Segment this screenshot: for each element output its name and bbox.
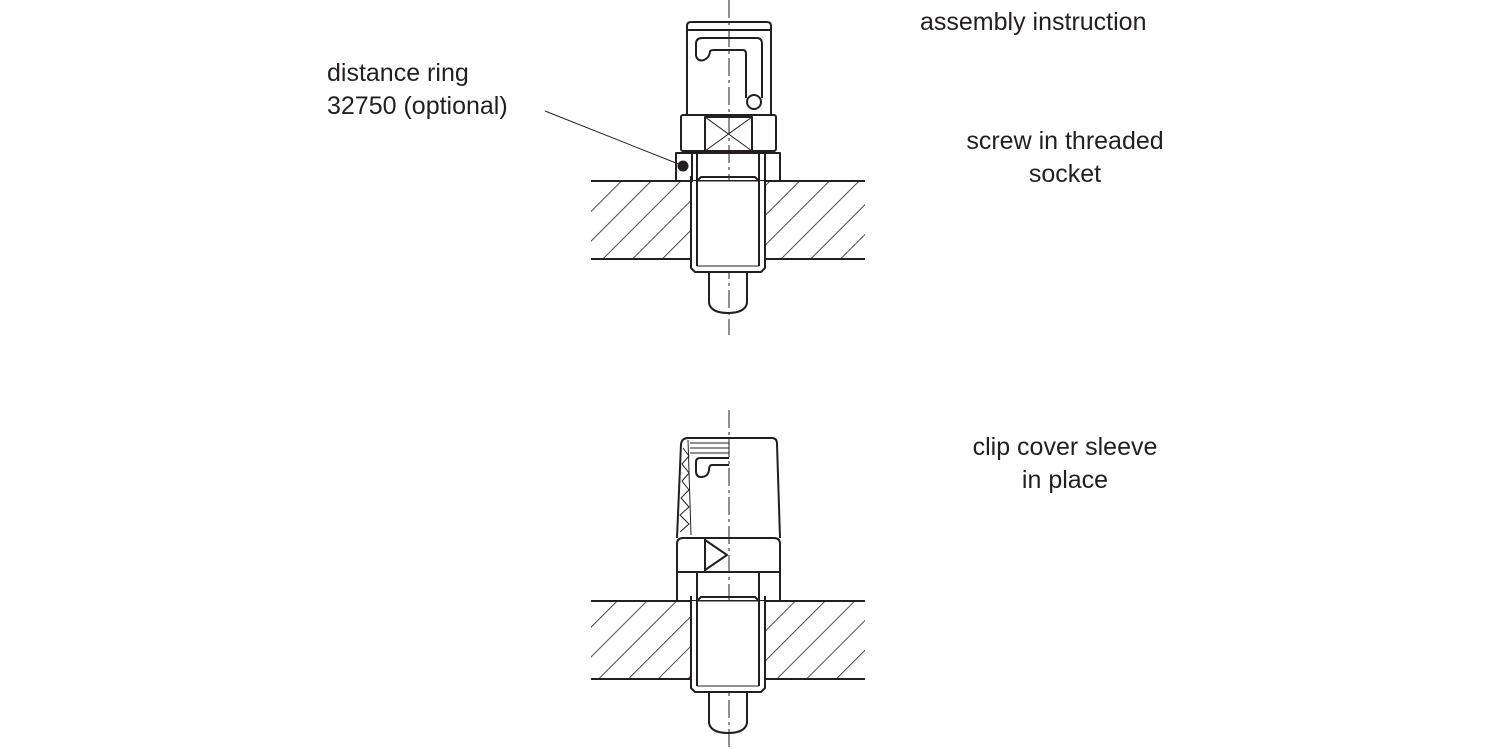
plunger-pin [708,272,748,314]
leader-line [544,110,682,166]
step2-drawing [591,410,865,750]
distance-ring [675,152,781,182]
callout-label-line2: 32750 (optional) [327,92,508,120]
step1-drawing [544,0,865,335]
hex-collar [680,114,777,152]
threaded-body [690,153,766,273]
callout-label-line1: distance ring [327,59,469,87]
step2-caption-line2: in place [1021,466,1109,494]
diagram-title: assembly instruction [920,8,1147,36]
plunger-pin [708,692,748,734]
step1-caption-line2: socket [1028,160,1102,188]
mounting-plate-section [591,180,865,260]
threaded-body [690,572,766,693]
step1-caption-line1: screw in threaded [966,127,1164,155]
arrow-marker [704,539,728,571]
step2-caption-line1: clip cover sleeve [972,433,1158,461]
cover-sleeve [676,437,781,601]
callout-dot [677,160,689,172]
knob-head [686,21,772,115]
mounting-plate-section [591,600,865,680]
